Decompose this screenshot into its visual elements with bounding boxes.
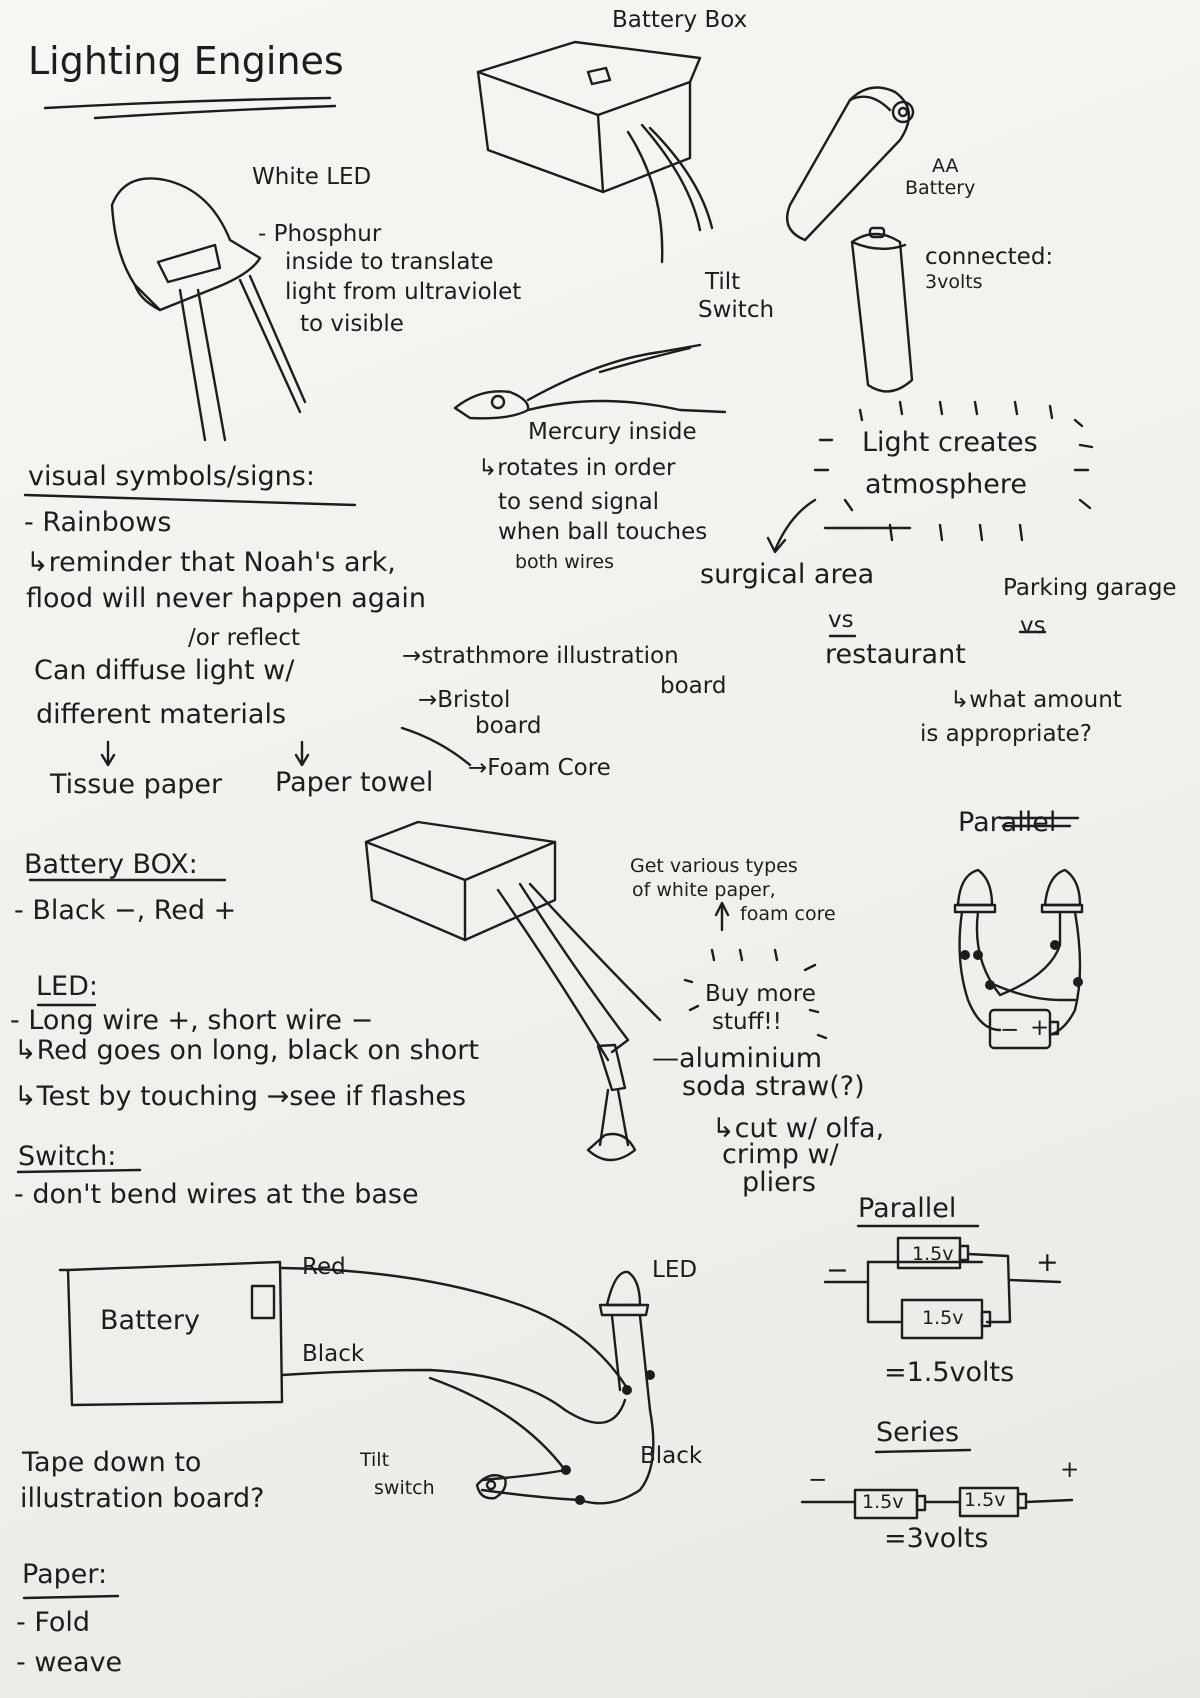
series-cell-right: 1.5v (964, 1490, 1005, 1511)
led-line-3: ↳Test by touching →see if flashes (14, 1082, 466, 1112)
title-underline-2 (95, 106, 335, 118)
aa-battery-label-1: AA (932, 156, 959, 177)
phosphur-note-2: inside to translate (285, 250, 494, 276)
title-underline (45, 98, 330, 108)
parallel-bottom-title: Parallel (858, 1194, 956, 1224)
light-creates-1: Light creates (862, 428, 1038, 458)
strathmore: →strathmore illustration (402, 644, 679, 670)
paper-towel: Paper towel (275, 768, 433, 798)
rainbows: - Rainbows (24, 508, 171, 538)
parking-garage: Parking garage (1003, 576, 1177, 602)
paper-heading: Paper: (22, 1560, 107, 1590)
get-various-2: of white paper, (632, 880, 776, 901)
foam-core: →Foam Core (468, 756, 611, 782)
mercury-note-1: Mercury inside (528, 420, 697, 446)
circuit-tilt-label-2: switch (374, 1478, 435, 1499)
aa-battery-drawing (787, 88, 913, 241)
mercury-note-3: to send signal (498, 490, 659, 516)
mercury-note-5: both wires (515, 552, 614, 573)
cut-3: pliers (742, 1168, 816, 1198)
circuit-led-label: LED (652, 1258, 697, 1284)
buy-more-2: stuff!! (712, 1010, 782, 1036)
flood: flood will never happen again (26, 584, 426, 614)
connected-note-1: connected: (925, 245, 1053, 271)
series-plus: + (1060, 1458, 1079, 1484)
paper-item-weave: - weave (16, 1648, 122, 1678)
series-title: Series (876, 1418, 959, 1448)
tilt-switch-drawing (455, 345, 725, 418)
parallel-bottom-result: =1.5volts (884, 1358, 1014, 1388)
vs-left: vs (828, 608, 854, 634)
page-title: Lighting Engines (28, 40, 344, 83)
different-materials: different materials (36, 700, 286, 730)
series-battery-diagram (802, 1450, 1072, 1518)
or-reflect: /or reflect (188, 626, 300, 652)
led-heading: LED: (36, 972, 98, 1002)
parallel-bottom-cell-bottom: 1.5v (922, 1308, 963, 1329)
series-cell-left: 1.5v (862, 1492, 903, 1513)
surgical-area: surgical area (700, 560, 874, 590)
battery-box-drawing (478, 42, 712, 262)
parallel-bottom-plus: + (1036, 1248, 1059, 1278)
tape-down-1: Tape down to (22, 1448, 201, 1478)
buy-more-1: Buy more (705, 982, 816, 1008)
led-line-1: - Long wire +, short wire − (10, 1006, 373, 1036)
tilt-switch-label-2: Switch (698, 298, 774, 324)
parallel-led-drawing (955, 818, 1083, 1048)
restaurant: restaurant (825, 640, 966, 670)
bristol: →Bristol (418, 688, 510, 714)
bristol-board: board (475, 714, 541, 740)
cut-2: crimp w/ (722, 1140, 839, 1170)
mercury-note-2: ↳rotates in order (478, 456, 675, 482)
connected-battery-drawing (852, 228, 912, 391)
series-minus: − (808, 1468, 827, 1494)
circuit-black-right-label: Black (640, 1444, 702, 1470)
parallel-bottom-cell-top: 1.5v (912, 1244, 953, 1265)
tape-down-2: illustration board? (20, 1484, 265, 1514)
aluminium-1: —aluminium (652, 1044, 822, 1074)
what-amount-1: ↳what amount (950, 688, 1122, 714)
white-led-label: White LED (252, 165, 371, 191)
what-amount-2: is appropriate? (920, 722, 1092, 748)
battery-box-line: - Black −, Red + (14, 896, 236, 926)
connected-note-2: 3volts (925, 272, 983, 293)
switch-heading: Switch: (18, 1142, 116, 1172)
aluminium-2: soda straw(?) (682, 1072, 865, 1102)
circuit-red-label: Red (302, 1255, 346, 1281)
parallel-top-plus: + (1030, 1016, 1049, 1042)
aa-battery-label-2: Battery (905, 178, 975, 199)
circuit-black-label: Black (302, 1342, 364, 1368)
phosphur-note-4: to visible (300, 312, 404, 338)
tilt-switch-label-1: Tilt (705, 270, 740, 296)
battery-box-label: Battery Box (612, 8, 747, 34)
get-various-3: foam core (740, 904, 836, 925)
phosphur-note-3: light from ultraviolet (285, 280, 521, 306)
paper-item-fold: - Fold (16, 1608, 90, 1638)
circuit-battery-label: Battery (100, 1306, 200, 1336)
parallel-top-minus: − (1000, 1018, 1019, 1044)
light-creates-2: atmosphere (865, 470, 1027, 500)
mercury-note-4: when ball touches (498, 520, 707, 546)
get-various-1: Get various types (630, 856, 798, 877)
reminder: ↳reminder that Noah's ark, (26, 548, 396, 578)
battery-box-heading: Battery BOX: (24, 850, 198, 880)
white-led-drawing (112, 178, 305, 440)
atmosphere-arrow (775, 500, 815, 550)
led-line-2: ↳Red goes on long, black on short (14, 1036, 479, 1066)
diffuse: Can diffuse light w/ (34, 656, 294, 686)
parallel-top-title: Parallel (958, 808, 1056, 838)
strathmore-board: board (660, 674, 726, 700)
tissue-paper: Tissue paper (50, 770, 222, 800)
switch-line-1: - don't bend wires at the base (14, 1180, 419, 1210)
phosphur-note-1: - Phosphur (258, 222, 381, 248)
vs-right: vs (1020, 614, 1046, 640)
symbols-heading: visual symbols/signs: (28, 462, 315, 492)
series-result: =3volts (884, 1524, 988, 1554)
parallel-bottom-minus: − (826, 1256, 849, 1286)
circuit-tilt-label-1: Tilt (360, 1450, 389, 1471)
